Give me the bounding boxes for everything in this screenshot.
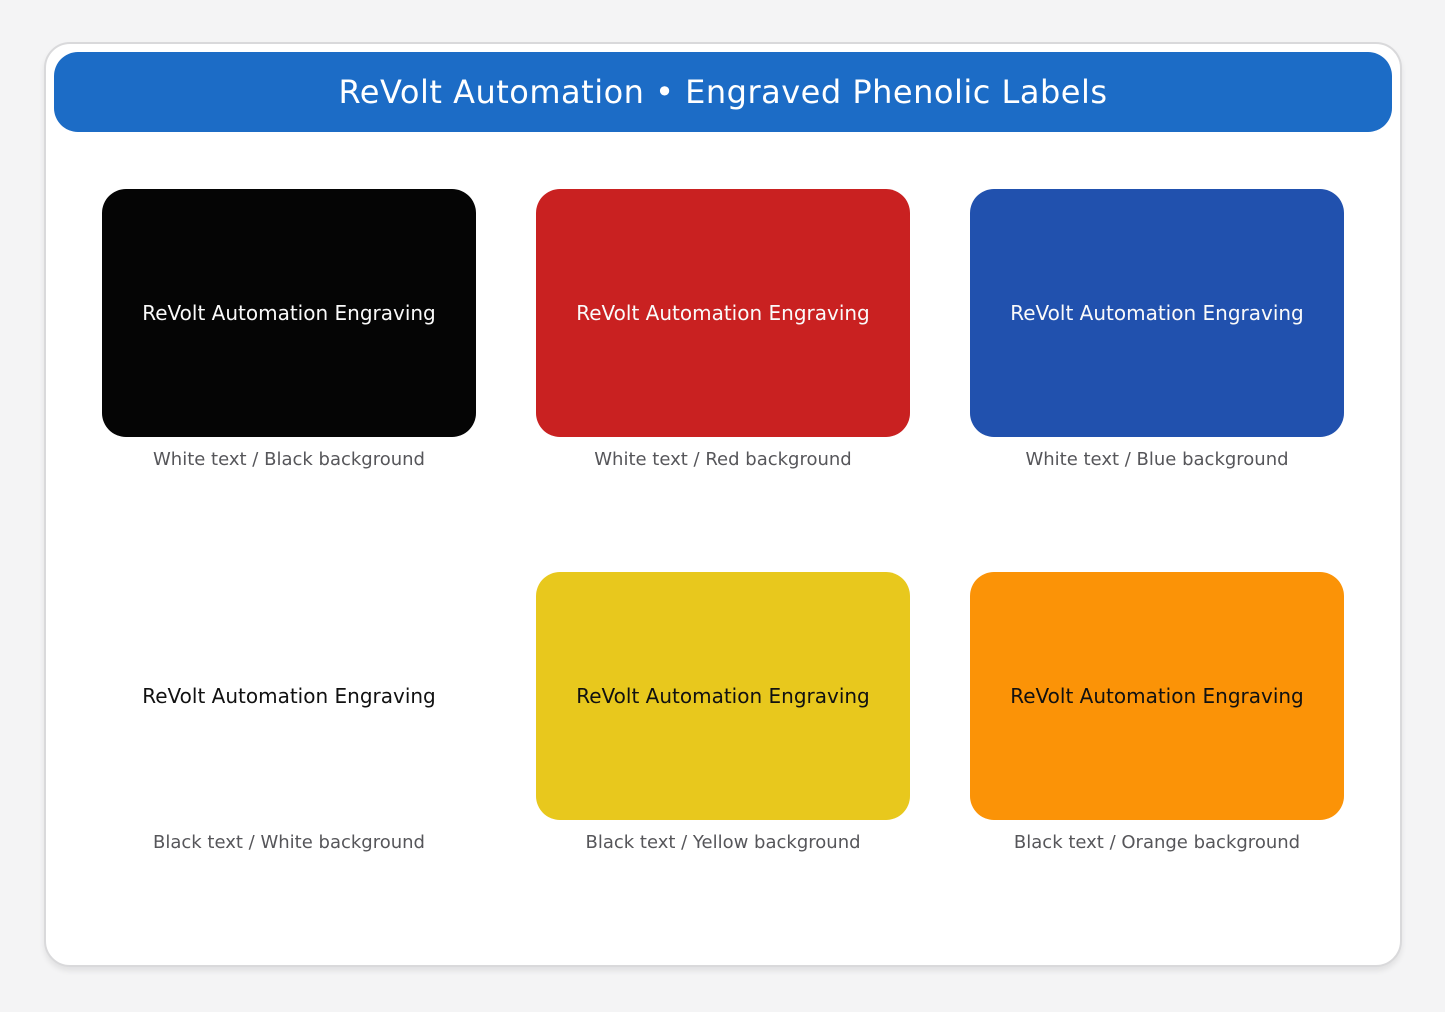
swatch-caption: White text / Black background (153, 449, 425, 470)
page-title: ReVolt Automation • Engraved Phenolic La… (338, 73, 1108, 111)
swatch-engraving-text: ReVolt Automation Engraving (142, 301, 436, 325)
label-cell-black: ReVolt Automation Engraving White text /… (102, 189, 476, 470)
swatch-caption: White text / Blue background (1025, 449, 1289, 470)
swatch-engraving-text: ReVolt Automation Engraving (576, 301, 870, 325)
label-grid: ReVolt Automation Engraving White text /… (102, 189, 1344, 853)
label-cell-white: ReVolt Automation Engraving Black text /… (102, 572, 476, 853)
label-swatch-red: ReVolt Automation Engraving (536, 189, 910, 437)
label-cell-red: ReVolt Automation Engraving White text /… (536, 189, 910, 470)
swatch-engraving-text: ReVolt Automation Engraving (1010, 301, 1304, 325)
label-cell-orange: ReVolt Automation Engraving Black text /… (970, 572, 1344, 853)
label-swatch-black: ReVolt Automation Engraving (102, 189, 476, 437)
label-swatch-yellow: ReVolt Automation Engraving (536, 572, 910, 820)
label-swatch-blue: ReVolt Automation Engraving (970, 189, 1344, 437)
header-banner: ReVolt Automation • Engraved Phenolic La… (54, 52, 1392, 132)
label-swatch-orange: ReVolt Automation Engraving (970, 572, 1344, 820)
label-cell-blue: ReVolt Automation Engraving White text /… (970, 189, 1344, 470)
swatch-engraving-text: ReVolt Automation Engraving (142, 684, 436, 708)
swatch-caption: Black text / Yellow background (585, 832, 861, 853)
swatch-caption: Black text / Orange background (1013, 832, 1301, 853)
swatch-caption: White text / Red background (594, 449, 852, 470)
swatch-engraving-text: ReVolt Automation Engraving (576, 684, 870, 708)
page-card: ReVolt Automation • Engraved Phenolic La… (44, 42, 1402, 967)
swatch-caption: Black text / White background (153, 832, 425, 853)
label-cell-yellow: ReVolt Automation Engraving Black text /… (536, 572, 910, 853)
label-swatch-white: ReVolt Automation Engraving (102, 572, 476, 820)
swatch-engraving-text: ReVolt Automation Engraving (1010, 684, 1304, 708)
